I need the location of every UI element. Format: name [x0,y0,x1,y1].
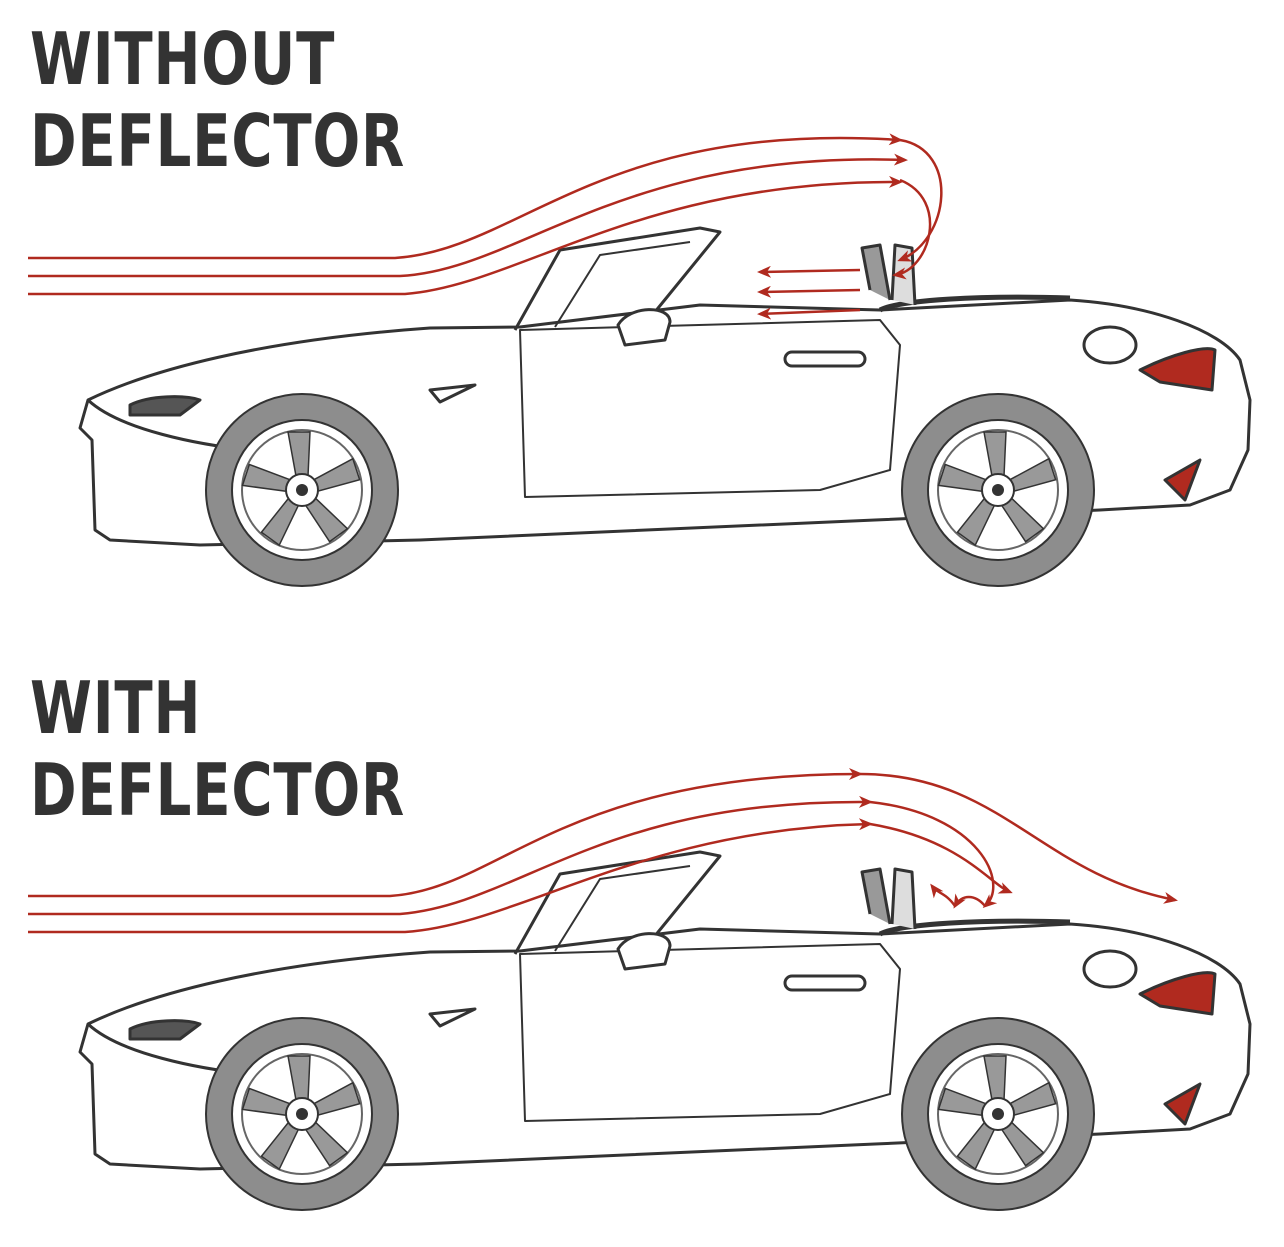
wheel-icon [901,1017,1095,1211]
scene-without-deflector [28,133,1252,587]
panel-title: WITH DEFLECTOR [30,667,405,831]
title-line-1: WITHOUT [30,17,336,101]
title-line-2: DEFLECTOR [30,99,406,183]
wheel-icon [205,393,399,587]
airflow-arrow-icon [28,768,1178,934]
airflow-arrow-icon [28,133,943,320]
title-line-1: WITH [30,666,202,750]
panel-without-deflector: WITHOUT DEFLECTOR [0,0,1284,623]
scene-with-deflector [28,768,1252,1211]
wheel-icon [901,393,1095,587]
panel-title: WITHOUT DEFLECTOR [30,18,405,182]
title-line-2: DEFLECTOR [30,748,406,832]
wheel-icon [205,1017,399,1211]
panel-with-deflector: WITH DEFLECTOR [0,624,1284,1247]
